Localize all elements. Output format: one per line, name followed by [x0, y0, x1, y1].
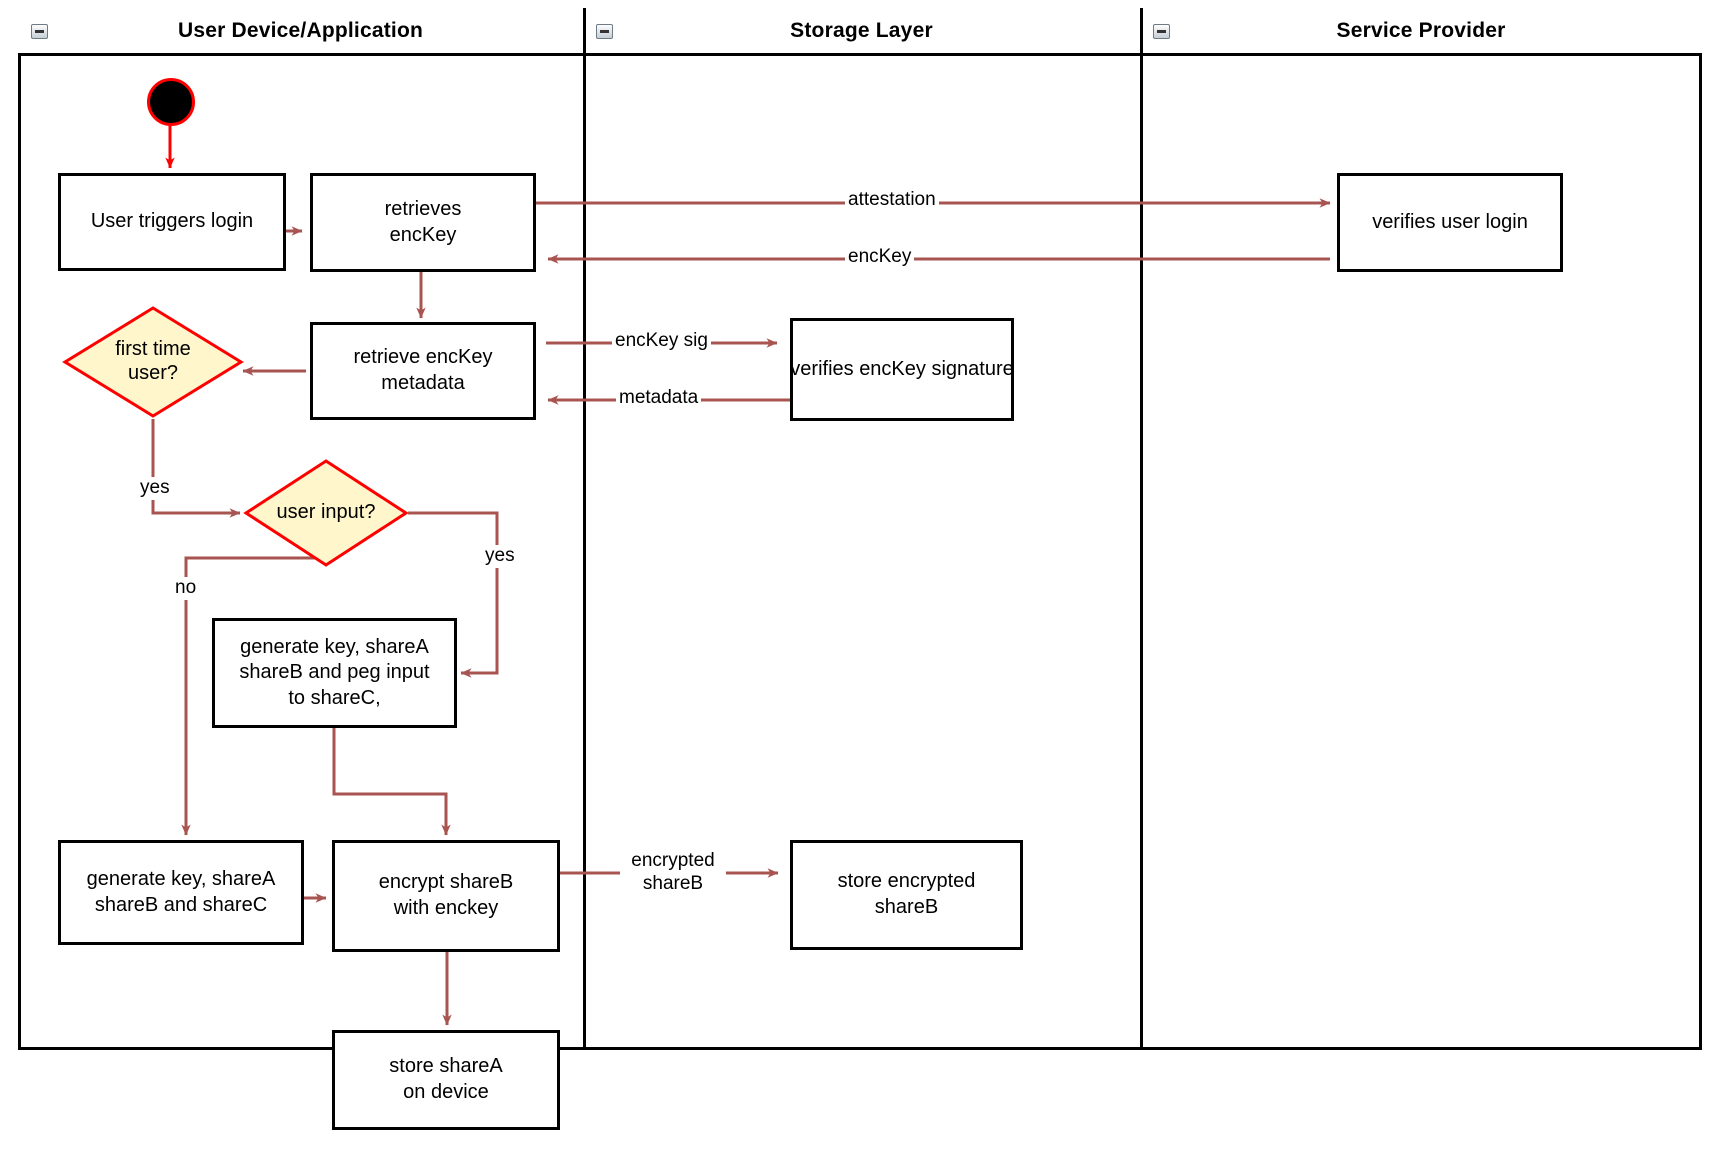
edge-label-encrypted-shareb: encrypted shareB [620, 850, 726, 896]
decision-label: first time user? [115, 338, 191, 384]
activity-retrieves-enckey[interactable]: retrieves encKey [310, 173, 536, 272]
activity-label: retrieve encKey metadata [353, 346, 493, 394]
activity-generate-shares[interactable]: generate key, shareA shareB and shareC [58, 840, 304, 945]
activity-label: generate key, shareA shareB and peg inpu… [239, 635, 430, 709]
activity-user-triggers-login[interactable]: User triggers login [58, 173, 286, 271]
lane-header-service-provider: Service Provider [1140, 8, 1702, 56]
activity-label: User triggers login [90, 210, 254, 233]
activity-label: encrypt shareB with enckey [378, 871, 514, 919]
activity-label: store shareA on device [389, 1055, 503, 1103]
activity-label: retrieves encKey [384, 197, 462, 246]
activity-label: verifies user login [1372, 210, 1528, 233]
edge-label-enckey: encKey [845, 246, 915, 269]
lane-title-user-device: User Device/Application [177, 18, 423, 42]
activity-label: generate key, shareA shareB and shareC [86, 867, 276, 916]
lane-header-storage: Storage Layer [583, 8, 1140, 56]
lane-title-storage: Storage Layer [790, 18, 933, 42]
activity-retrieve-enckey-metadata[interactable]: retrieve encKey metadata [310, 322, 536, 420]
activity-store-sharea-on-device[interactable]: store shareA on device [332, 1030, 560, 1130]
lane-divider-1 [583, 8, 586, 1050]
minus-icon-lane-storage[interactable] [596, 24, 613, 39]
edge-label-attestation: attestation [845, 189, 939, 212]
activity-store-encrypted-shareb[interactable]: store encrypted shareB [790, 840, 1023, 950]
decision-first-time-user[interactable]: first time user? [62, 306, 244, 418]
minus-icon-lane-user-device[interactable] [31, 24, 48, 39]
lane-divider-2 [1140, 8, 1143, 1050]
initial-node[interactable] [147, 78, 195, 126]
lane-header-user-device: User Device/Application [18, 8, 583, 56]
decision-user-input[interactable]: user input? [243, 459, 409, 567]
activity-label: verifies encKey signature [790, 357, 1014, 380]
minus-icon-lane-service-provider[interactable] [1153, 24, 1170, 39]
decision-label: user input? [276, 501, 376, 524]
activity-generate-peg-input[interactable]: generate key, shareA shareB and peg inpu… [212, 618, 457, 728]
edge-label-user-input-yes: yes [482, 545, 518, 568]
activity-encrypt-shareb[interactable]: encrypt shareB with enckey [332, 840, 560, 952]
edge-label-enckey-sig: encKey sig [612, 330, 711, 353]
edge-label-user-input-no: no [172, 577, 200, 600]
activity-label: store encrypted shareB [837, 870, 976, 918]
lane-title-service-provider: Service Provider [1336, 18, 1506, 42]
activity-verifies-enckey-signature[interactable]: verifies encKey signature [790, 318, 1014, 421]
activity-verifies-user-login[interactable]: verifies user login [1337, 173, 1563, 272]
edge-label-metadata: metadata [616, 387, 702, 410]
edge-label-first-time-yes: yes [137, 477, 173, 500]
